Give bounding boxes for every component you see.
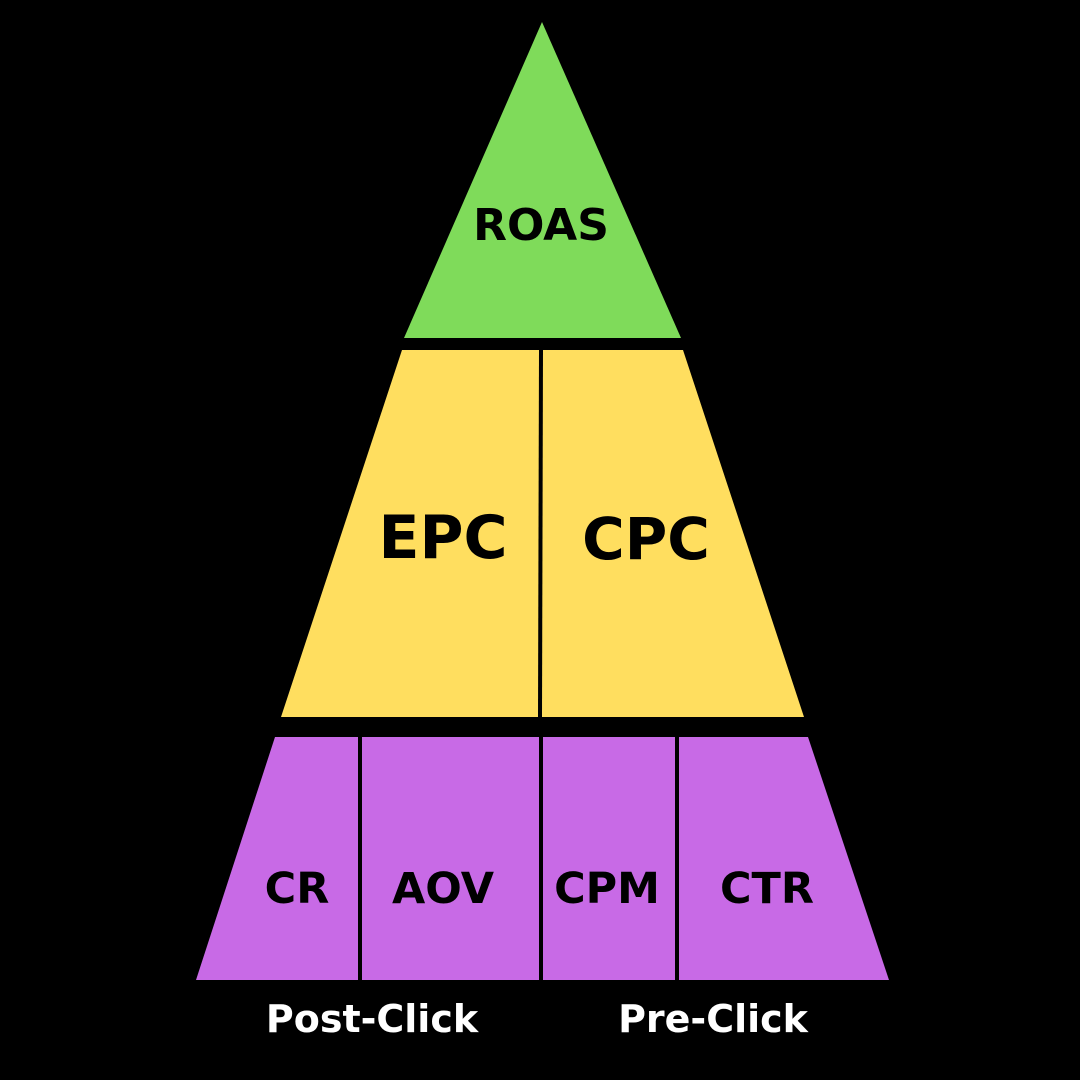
pre-click-caption: Pre-Click bbox=[618, 997, 809, 1041]
post-click-caption: Post-Click bbox=[266, 997, 479, 1041]
ctr-label: CTR bbox=[720, 864, 814, 914]
aov-label: AOV bbox=[392, 864, 495, 914]
epc-label: EPC bbox=[379, 503, 508, 573]
roas-label: ROAS bbox=[473, 200, 609, 251]
pyramid-tier-top bbox=[404, 22, 681, 338]
middle-divider bbox=[538, 349, 543, 718]
cpc-label: CPC bbox=[582, 505, 710, 573]
cr-label: CR bbox=[265, 864, 330, 914]
cpm-label: CPM bbox=[554, 864, 660, 914]
